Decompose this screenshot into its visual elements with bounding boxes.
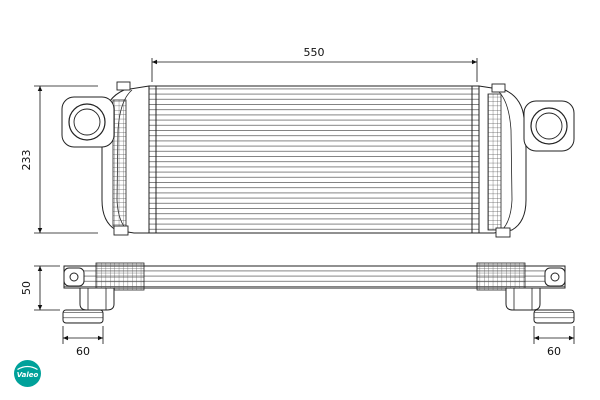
dim-bottom-right-width-label: 60 <box>547 345 561 358</box>
dim-bottom-left-width: 60 <box>62 326 104 358</box>
dim-bottom-height: 50 <box>20 265 60 311</box>
right-tank-seam <box>496 89 513 232</box>
mounting-tabs <box>113 81 511 238</box>
left-foot <box>79 287 115 311</box>
brand-logo-text: Valeo <box>17 371 39 379</box>
front-view <box>61 81 575 238</box>
right-seal-strip <box>487 93 502 231</box>
dim-bottom-height-label: 50 <box>20 281 33 295</box>
left-pad <box>62 309 104 324</box>
right-seal-grid <box>476 262 526 291</box>
right-end-pin <box>550 272 560 282</box>
right-tank <box>478 85 527 234</box>
right-outlet-port <box>523 100 575 152</box>
left-end-bracket <box>63 267 85 287</box>
left-port-ring-inner <box>73 108 101 136</box>
brand-logo-swoosh <box>17 365 38 371</box>
right-end-bracket <box>544 267 566 287</box>
brand-logo: Valeo <box>14 360 41 387</box>
dim-left-height-label: 233 <box>20 150 33 171</box>
left-inlet-port <box>61 96 115 148</box>
right-foot <box>505 287 541 311</box>
dim-top-width-label: 550 <box>304 46 325 59</box>
left-seal-grid <box>95 262 145 291</box>
left-end-pin <box>69 272 79 282</box>
dim-left-height: 233 <box>20 85 98 234</box>
dim-top-width: 550 <box>151 46 478 82</box>
core-fins <box>148 85 480 234</box>
dim-bottom-left-width-label: 60 <box>76 345 90 358</box>
right-port-ring-inner <box>535 112 563 140</box>
right-pad <box>533 309 575 324</box>
bottom-view <box>62 262 575 324</box>
left-seal-strip <box>112 99 127 227</box>
dim-bottom-right-width: 60 <box>533 326 575 358</box>
brand-logo-circle <box>14 360 41 387</box>
